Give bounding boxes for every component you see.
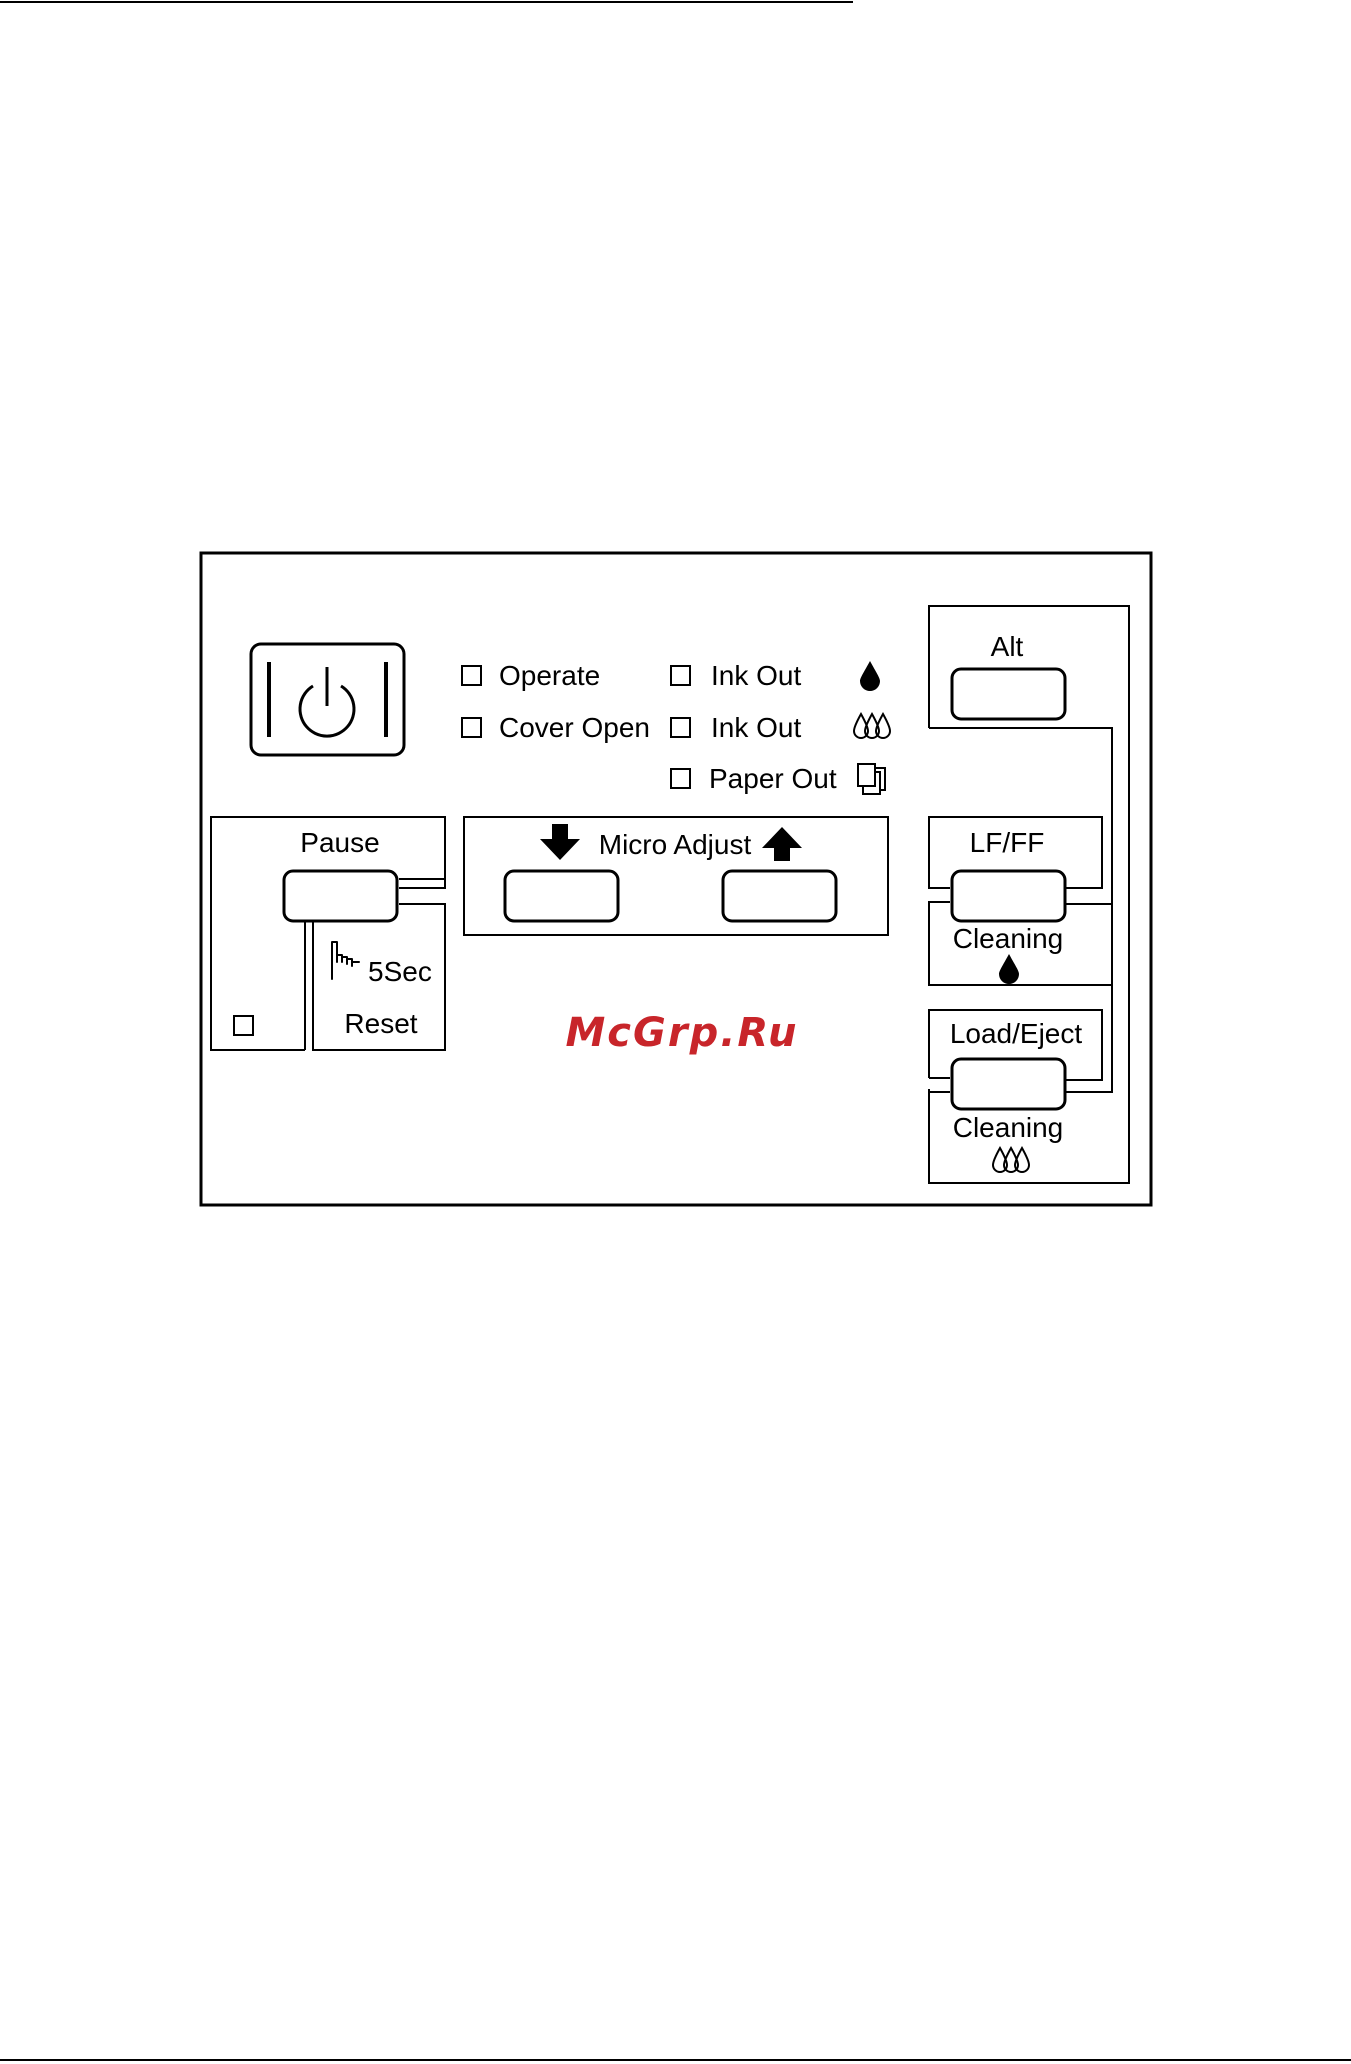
pause-button[interactable] <box>284 871 397 921</box>
arrow-up-icon <box>762 827 802 861</box>
alt-label: Alt <box>991 631 1024 662</box>
ink-out-black-indicator-light <box>671 666 690 685</box>
micro-adjust-up-button[interactable] <box>723 871 836 921</box>
pause-indicator-light <box>234 1016 253 1035</box>
cleaning-black-label: Cleaning <box>953 923 1064 954</box>
power-button[interactable] <box>251 644 404 755</box>
ink-out-black-label: Ink Out <box>711 660 801 691</box>
paper-out-label: Paper Out <box>709 763 837 794</box>
cover-open-indicator-light <box>462 718 481 737</box>
load-eject-button[interactable] <box>952 1059 1065 1109</box>
micro-adjust-label: Micro Adjust <box>599 829 752 860</box>
power-icon <box>300 667 354 736</box>
pointing-hand-icon <box>332 942 359 979</box>
reset-hold-time: 5Sec <box>368 956 432 987</box>
micro-adjust-down-button[interactable] <box>505 871 618 921</box>
paper-stack-icon <box>858 764 885 794</box>
watermark-text: McGrp.Ru <box>566 1010 799 1056</box>
color-ink-drops-icon <box>854 714 890 738</box>
ink-drop-icon <box>860 661 880 691</box>
alt-button[interactable] <box>952 669 1065 719</box>
cleaning-black-ink-drop-icon <box>999 954 1019 984</box>
lf-ff-button[interactable] <box>952 871 1065 921</box>
ink-out-color-indicator-light <box>671 718 690 737</box>
operate-indicator-light <box>462 666 481 685</box>
load-eject-label: Load/Eject <box>950 1018 1083 1049</box>
cleaning-color-label: Cleaning <box>953 1112 1064 1143</box>
reset-label: Reset <box>344 1008 417 1039</box>
cover-open-label: Cover Open <box>499 712 650 743</box>
pause-label: Pause <box>300 827 379 858</box>
paper-out-indicator-light <box>671 769 690 788</box>
lf-ff-label: LF/FF <box>970 827 1045 858</box>
cleaning-color-ink-drops-icon <box>993 1148 1029 1172</box>
ink-out-color-label: Ink Out <box>711 712 801 743</box>
arrow-down-icon <box>540 824 580 860</box>
operate-label: Operate <box>499 660 600 691</box>
